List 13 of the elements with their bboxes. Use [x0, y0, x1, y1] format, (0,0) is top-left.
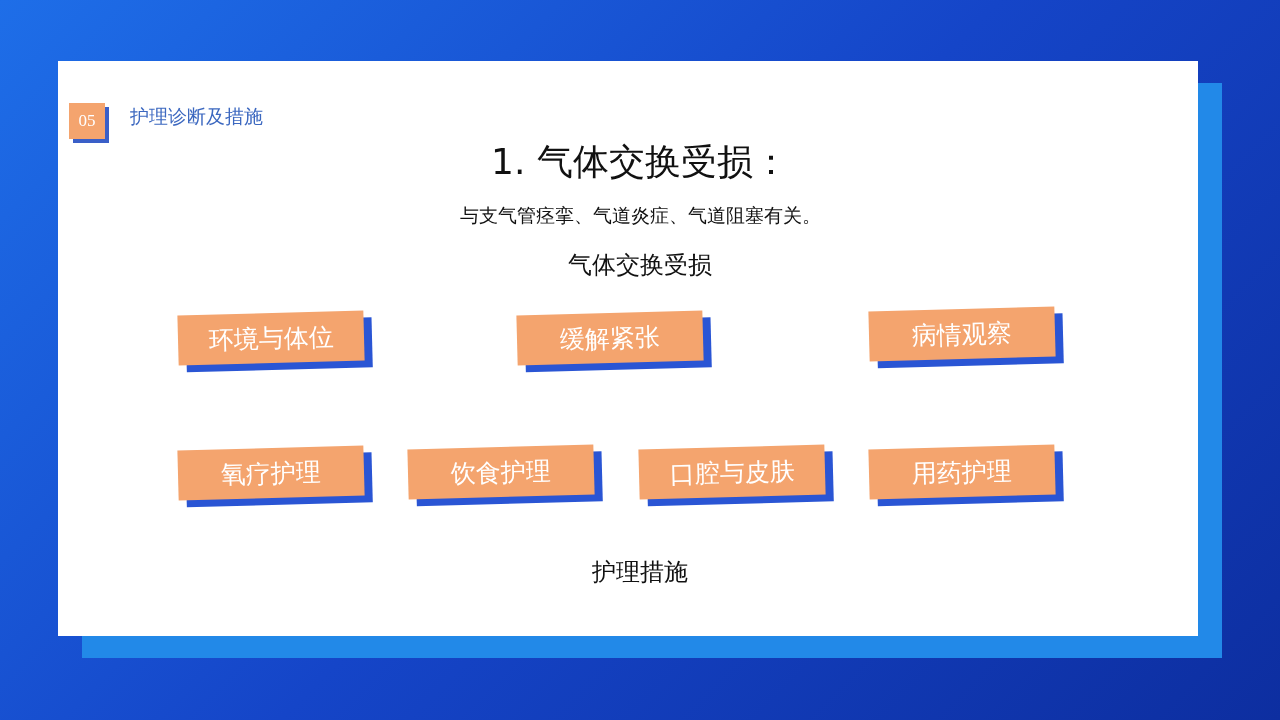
label-card: 病情观察	[868, 306, 1056, 362]
label-card: 缓解紧张	[516, 310, 704, 366]
slide-title: 1. 气体交换受损：	[490, 140, 790, 184]
footer-heading: 护理措施	[591, 557, 689, 588]
label-card: 氧疗护理	[177, 445, 365, 501]
subtitle: 与支气管痉挛、气道炎症、气道阻塞有关。	[458, 203, 822, 228]
label-card: 环境与体位	[177, 310, 365, 366]
section-number-badge: 05	[69, 103, 105, 139]
section-heading: 护理诊断及措施	[130, 105, 263, 129]
diagram-heading: 气体交换受损	[567, 250, 713, 281]
label-card: 饮食护理	[407, 444, 595, 500]
label-card: 口腔与皮肤	[638, 444, 826, 500]
label-card: 用药护理	[868, 444, 1056, 500]
